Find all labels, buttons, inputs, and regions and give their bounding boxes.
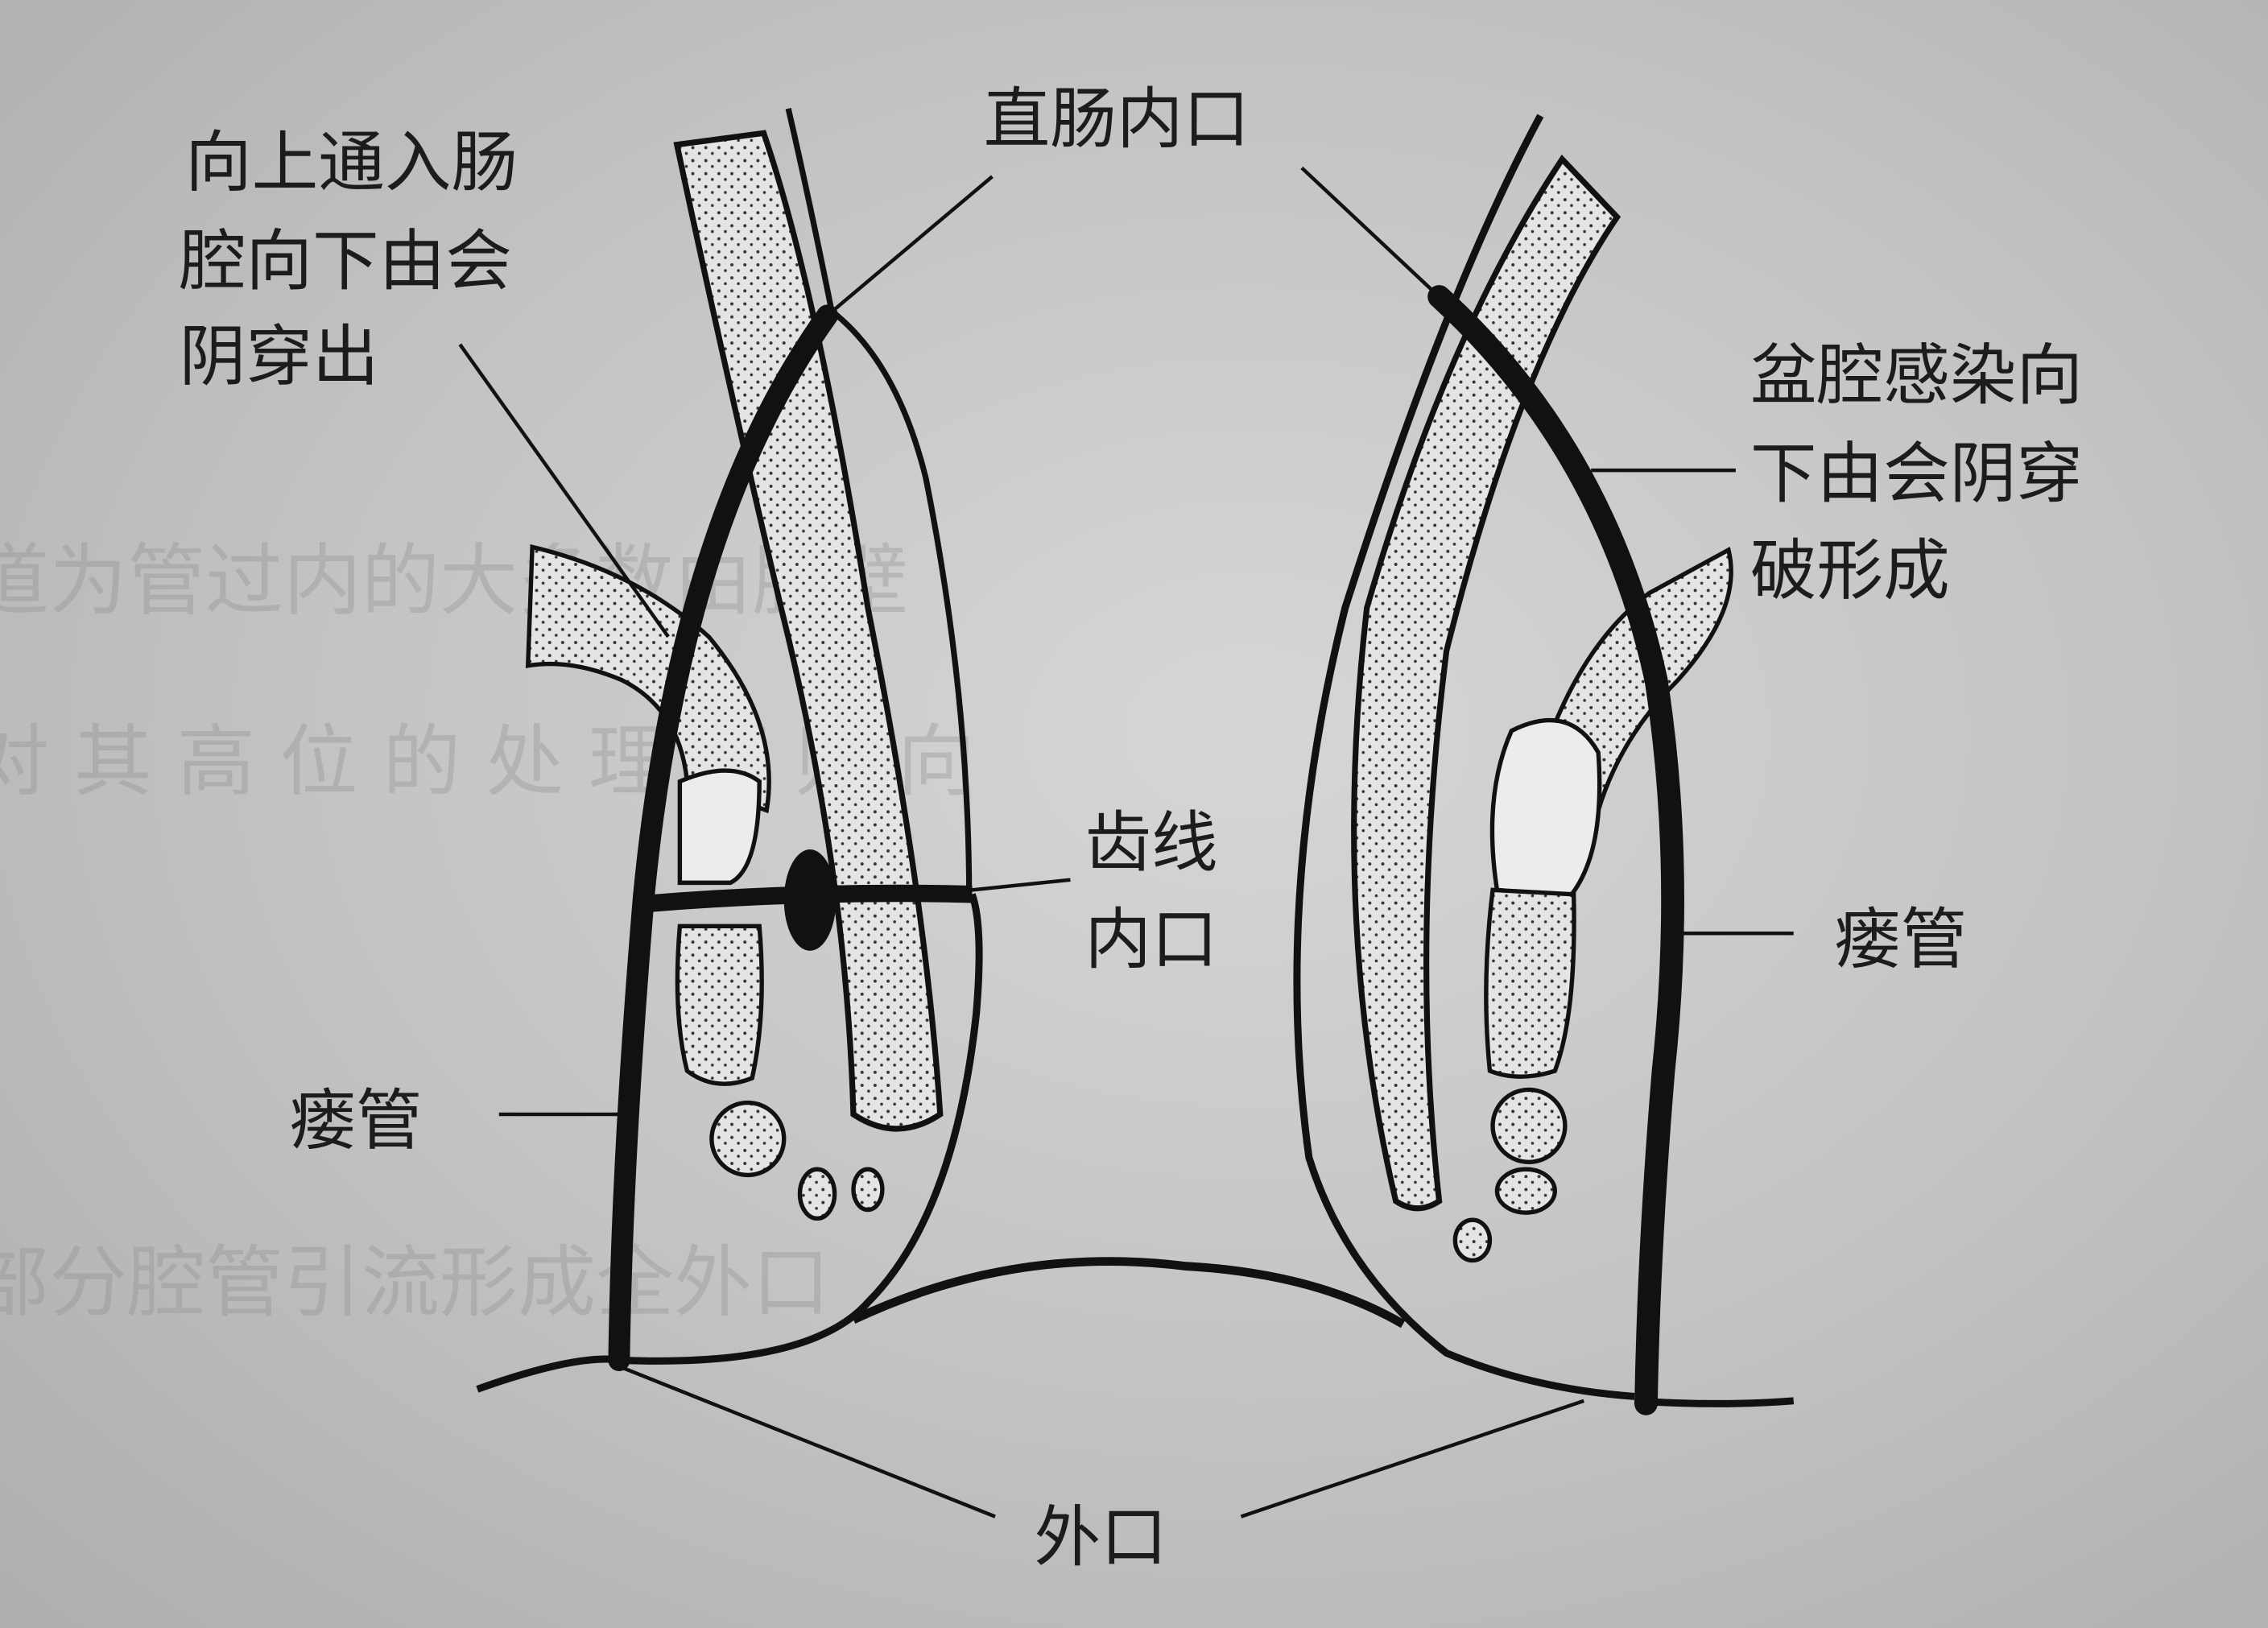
svg-text:部分腔管引流形成全外口: 部分腔管引流形成全外口 <box>0 1238 830 1328</box>
left-anatomy <box>476 107 983 1393</box>
label-right-upper-line1: 盆腔感染向 <box>1750 337 2083 414</box>
leader-lines <box>458 166 1794 1519</box>
label-left-fistula: 瘘管 <box>289 1082 422 1159</box>
right-anatomy <box>1293 114 1795 1415</box>
label-top-left-line3: 阴穿出 <box>180 318 379 395</box>
label-top-left-line1: 向上通入肠 <box>185 124 518 201</box>
perineum-arc <box>851 1257 1406 1328</box>
svg-text:道为管过内的大多数由肠壁: 道为管过内的大多数由肠壁 <box>0 535 908 626</box>
label-right-fistula: 瘘管 <box>1834 901 1967 978</box>
label-right-upper-line3: 破形成 <box>1750 532 1950 609</box>
label-right-upper-line2: 下由会阴穿 <box>1750 435 2083 512</box>
label-top-left-line2: 腔向下由会 <box>180 222 512 300</box>
label-rectal-internal-opening: 直肠内口 <box>984 81 1250 158</box>
label-internal-opening: 内口 <box>1084 901 1217 978</box>
label-dentate-line: 齿线 <box>1084 804 1217 882</box>
label-external-opening: 外口 <box>1035 1499 1167 1576</box>
